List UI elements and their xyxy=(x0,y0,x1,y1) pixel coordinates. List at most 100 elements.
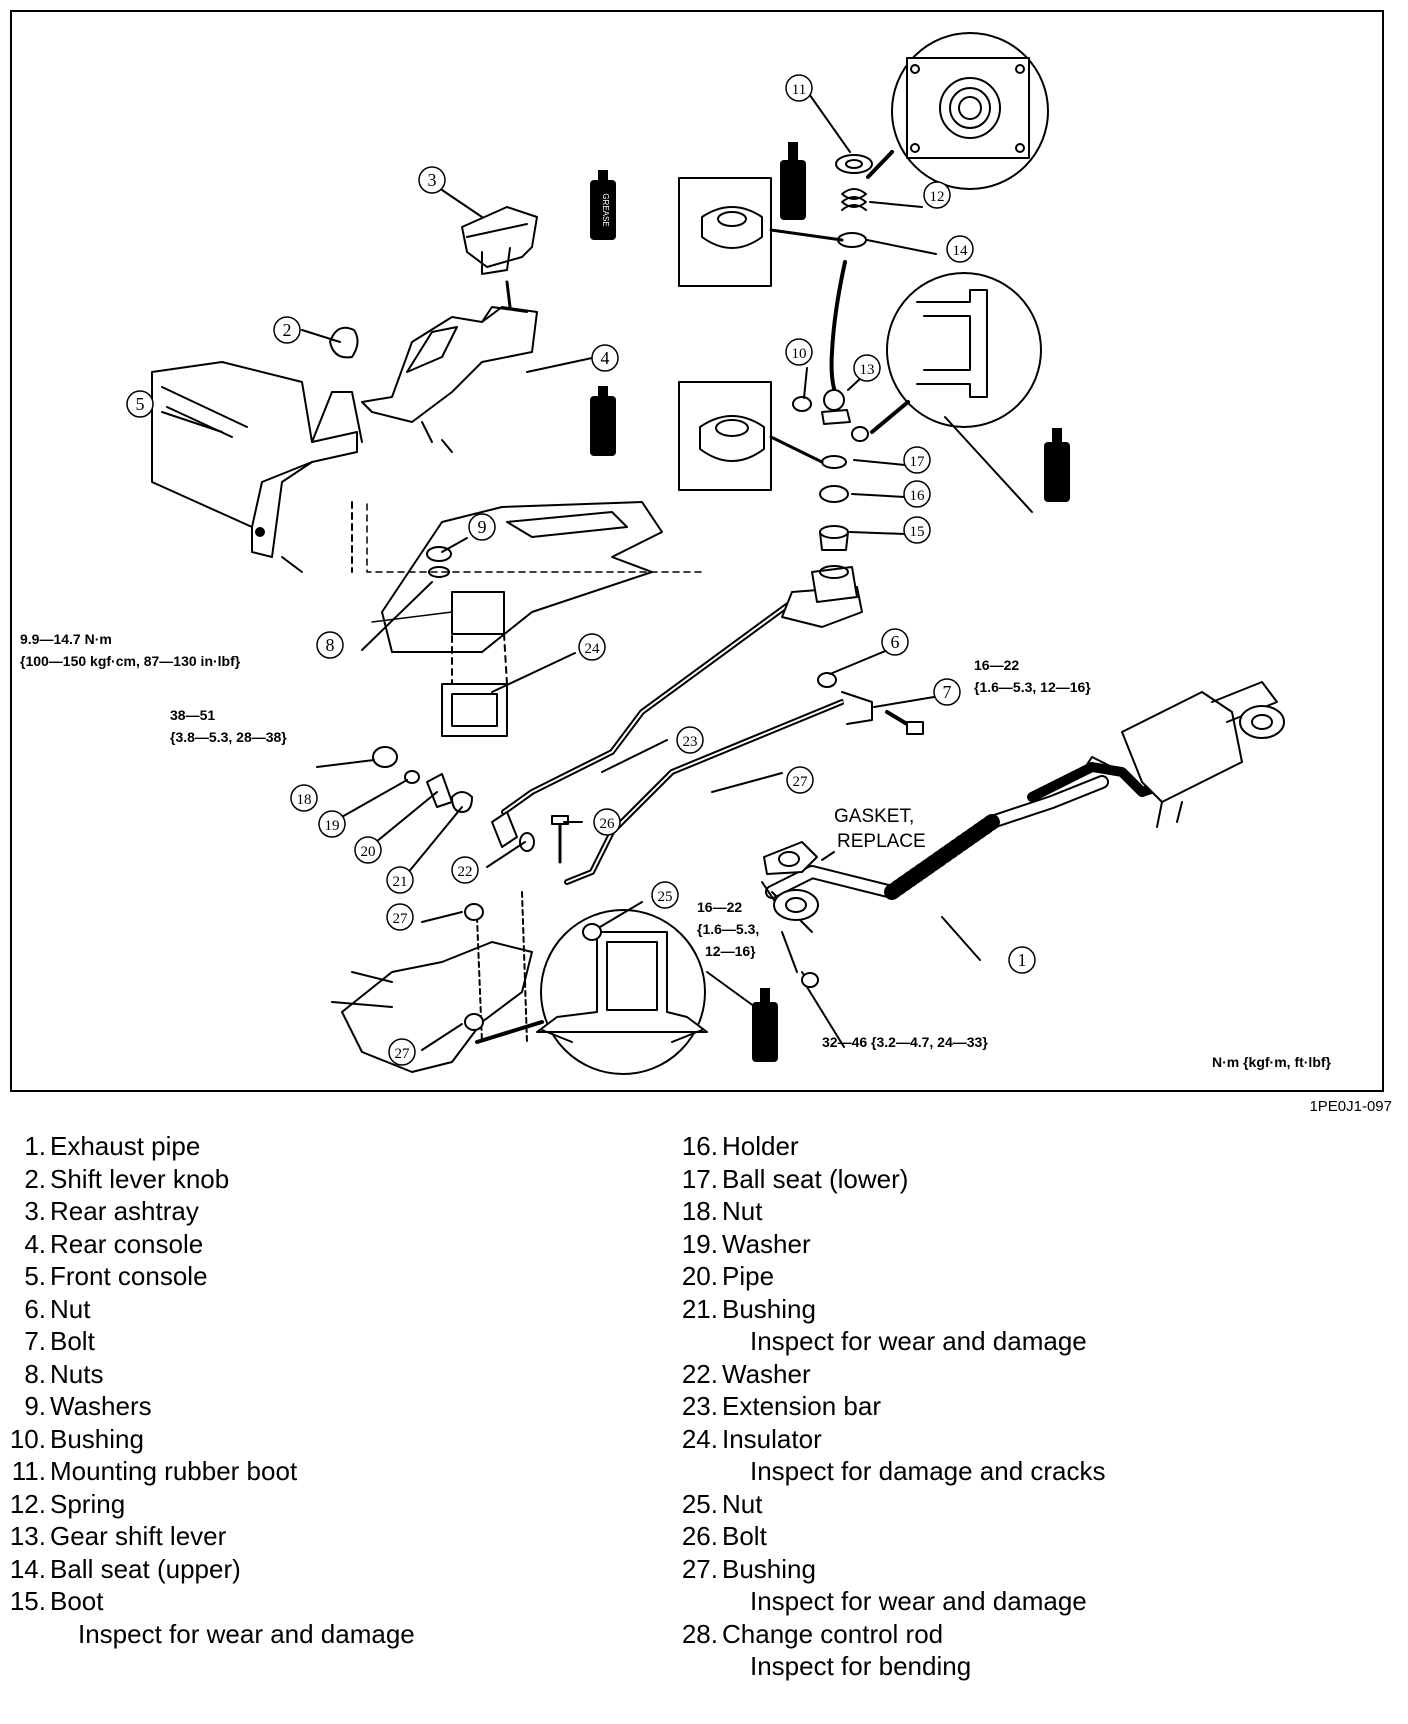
torque-nut18-line1: 38—51 xyxy=(170,707,215,723)
torque-flange-line3: 12—16} xyxy=(705,943,756,959)
svg-text:5: 5 xyxy=(136,394,145,414)
callout-26: 26 xyxy=(593,808,621,836)
legend-number: 7. xyxy=(24,1326,46,1356)
legend-item: 13.Gear shift lever xyxy=(0,1520,415,1553)
grease-can-icon xyxy=(590,386,616,456)
callout-15: 15 xyxy=(903,516,931,544)
exploded-diagram: GREASE 1 2 3 4 5 6 7 8 9 10 11 12 13 14 … xyxy=(10,10,1384,1092)
svg-text:8: 8 xyxy=(326,635,335,655)
legend-number: 27. xyxy=(681,1553,718,1584)
svg-text:20: 20 xyxy=(361,844,376,860)
legend-number: 12. xyxy=(9,1488,46,1519)
legend-number: 9. xyxy=(24,1391,46,1421)
figure-code: 1PE0J1-097 xyxy=(1309,1098,1392,1115)
svg-text:3: 3 xyxy=(428,170,437,190)
svg-text:25: 25 xyxy=(658,889,673,905)
legend-item: 14.Ball seat (upper) xyxy=(0,1553,415,1586)
legend-item: 25.Nut xyxy=(672,1488,1106,1521)
legend-number: 13. xyxy=(9,1521,46,1551)
torque-bolt7-line2: {1.6—5.3, 12—16} xyxy=(974,679,1091,695)
legend-label: Shift lever knob xyxy=(50,1163,230,1194)
legend-number: 3. xyxy=(24,1196,46,1226)
callout-13: 13 xyxy=(853,354,881,382)
svg-text:14: 14 xyxy=(953,243,969,259)
legend-item: 24.Insulator xyxy=(672,1423,1106,1456)
callout-25: 25 xyxy=(651,881,679,909)
legend-label: Spring xyxy=(50,1488,126,1519)
gasket-shape xyxy=(763,841,818,875)
callout-5: 5 xyxy=(126,390,154,418)
legend-label: Nut xyxy=(50,1293,91,1324)
legend-number: 28. xyxy=(681,1618,718,1649)
legend-item: 22.Washer xyxy=(672,1358,1106,1391)
legend-number: 25. xyxy=(681,1488,718,1519)
legend-item: 26.Bolt xyxy=(672,1520,1106,1553)
legend-label: Nut xyxy=(722,1196,763,1226)
torque-bolt7-line1: 16—22 xyxy=(974,657,1019,673)
legend-label: Boot xyxy=(50,1586,104,1616)
legend-number: 22. xyxy=(681,1358,718,1389)
grease-can-icon xyxy=(780,142,806,220)
legend-item: 3.Rear ashtray xyxy=(0,1195,415,1228)
legend-label: Bushing xyxy=(722,1293,816,1324)
svg-text:9: 9 xyxy=(478,517,487,537)
legend-number: 18. xyxy=(681,1196,718,1226)
legend-item: 21.Bushing xyxy=(672,1293,1106,1326)
legend-label: Nut xyxy=(722,1488,763,1519)
svg-text:17: 17 xyxy=(910,454,926,470)
svg-text:10: 10 xyxy=(792,346,807,362)
legend-number: 26. xyxy=(681,1521,718,1551)
svg-text:15: 15 xyxy=(910,524,925,540)
legend-item: 6.Nut xyxy=(0,1293,415,1326)
callout-14: 14 xyxy=(946,235,974,263)
svg-text:12: 12 xyxy=(930,189,945,205)
exhaust-pipe-shape xyxy=(761,681,1285,988)
callout-22: 22 xyxy=(451,856,479,884)
legend-note: Inspect for wear and damage xyxy=(750,1326,1087,1356)
callout-3: 3 xyxy=(418,166,446,194)
legend-note: Inspect for damage and cracks xyxy=(750,1456,1106,1486)
legend-item: 23.Extension bar xyxy=(672,1390,1106,1423)
legend-label: Gear shift lever xyxy=(50,1521,227,1551)
svg-text:2: 2 xyxy=(283,320,292,340)
gear-shift-lever-shape xyxy=(821,260,851,425)
rear-ashtray-shape xyxy=(461,206,538,275)
grease-can-icon xyxy=(752,988,778,1062)
legend-label: Nuts xyxy=(50,1358,104,1389)
legend-number: 17. xyxy=(681,1163,718,1194)
legend-label: Rear console xyxy=(50,1228,204,1259)
callout-28: 27 xyxy=(786,766,814,794)
legend-item: 8.Nuts xyxy=(0,1358,415,1391)
grease-can-icon xyxy=(1044,428,1070,502)
legend-item: 20.Pipe xyxy=(672,1260,1106,1293)
legend-label: Bolt xyxy=(50,1326,95,1356)
legend-number: 14. xyxy=(9,1553,46,1584)
legend-number: 2. xyxy=(24,1163,46,1194)
callout-19: 19 xyxy=(318,810,346,838)
torque-flange-line2: {1.6—5.3, xyxy=(697,921,759,937)
legend-number: 11. xyxy=(11,1456,46,1486)
svg-text:4: 4 xyxy=(601,348,610,368)
diagram-drawing: GREASE 1 2 3 4 5 6 7 8 9 10 11 12 13 14 … xyxy=(20,32,1332,1075)
legend-number: 8. xyxy=(24,1358,46,1389)
legend-item: 7.Bolt xyxy=(0,1325,415,1358)
svg-text:7: 7 xyxy=(943,682,952,702)
legend-label: Holder xyxy=(722,1131,799,1161)
legend-number: 23. xyxy=(681,1391,718,1421)
svg-text:6: 6 xyxy=(891,632,900,652)
legend-item: 9.Washers xyxy=(0,1390,415,1423)
shift-knob-shape xyxy=(329,326,359,359)
legend-number: 20. xyxy=(681,1261,718,1291)
callout-2: 2 xyxy=(273,316,301,344)
legend-number: 4. xyxy=(24,1228,46,1259)
legend-label: Bushing xyxy=(722,1553,816,1584)
legend-item: 16.Holder xyxy=(672,1130,1106,1163)
svg-text:1: 1 xyxy=(1018,950,1027,970)
legend-number: 21. xyxy=(681,1293,718,1324)
legend-label: Rear ashtray xyxy=(50,1196,199,1226)
torque-nuts-line2: {100—150 kgf·cm, 87—130 in·lbf} xyxy=(20,653,241,669)
legend-label: Front console xyxy=(50,1261,208,1291)
callout-24: 24 xyxy=(578,633,606,661)
